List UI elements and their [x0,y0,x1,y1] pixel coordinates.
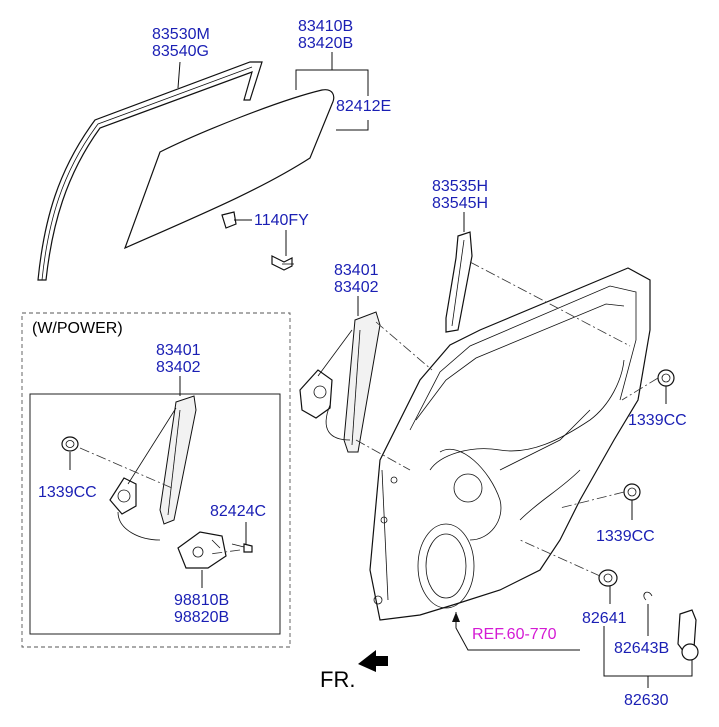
label-run-channel-top-1: 83530M [152,26,210,43]
label-run-channel-rear-1: 83535H [432,178,489,195]
run-channel-top-part [37,61,263,281]
label-glass-2: 83420B [298,35,354,52]
power-regulator-part [109,395,197,541]
ref-arrow [452,612,460,622]
grommet-lower-part [623,483,641,501]
leader-lines [69,52,693,688]
motor-part [177,531,227,569]
label-motor-1: 98810B [174,592,230,609]
washer-part [598,569,618,587]
label-screw: 82424C [210,503,267,520]
label-washer: 82641 [582,610,627,627]
run-channel-rear-part [445,231,473,333]
front-arrow-icon [358,650,388,672]
label-regulator-power-2: 83402 [156,359,201,376]
glass-bracket-part [221,211,237,229]
label-glass-1: 83410B [298,18,354,35]
label-run-channel-top-2: 83540G [152,43,209,60]
door-panel-part [369,267,651,621]
label-grommet-upper: 1339CC [628,412,687,429]
alignment-lines [79,261,659,577]
label-ref[interactable]: REF.60-770 [472,626,557,643]
label-clip: 82643B [614,640,670,657]
label-regulator-manual-1: 83401 [334,262,379,279]
manual-regulator-part [299,311,381,453]
label-motor-2: 98820B [174,609,230,626]
power-option-box [21,312,291,648]
power-regulator-frame [29,393,281,635]
door-glass-part [123,89,335,250]
label-front: FR. [320,667,356,692]
grommet-left-part [61,436,79,452]
bolt-part [271,255,294,271]
label-run-channel-rear-2: 83545H [432,195,489,212]
window-handle-part [677,609,699,661]
label-glass-sub: 82412E [336,98,392,115]
screw-part [231,543,253,553]
grommet-upper-part [657,369,675,387]
label-grommet-left: 1339CC [38,484,97,501]
label-regulator-power-1: 83401 [156,342,201,359]
label-grommet-lower: 1339CC [596,528,655,545]
label-regulator-manual-2: 83402 [334,279,379,296]
label-handle-assy: 82630 [624,692,669,709]
label-w-power: (W/POWER) [32,320,123,337]
label-bolt: 1140FY [254,212,309,229]
clip-part [643,591,653,601]
